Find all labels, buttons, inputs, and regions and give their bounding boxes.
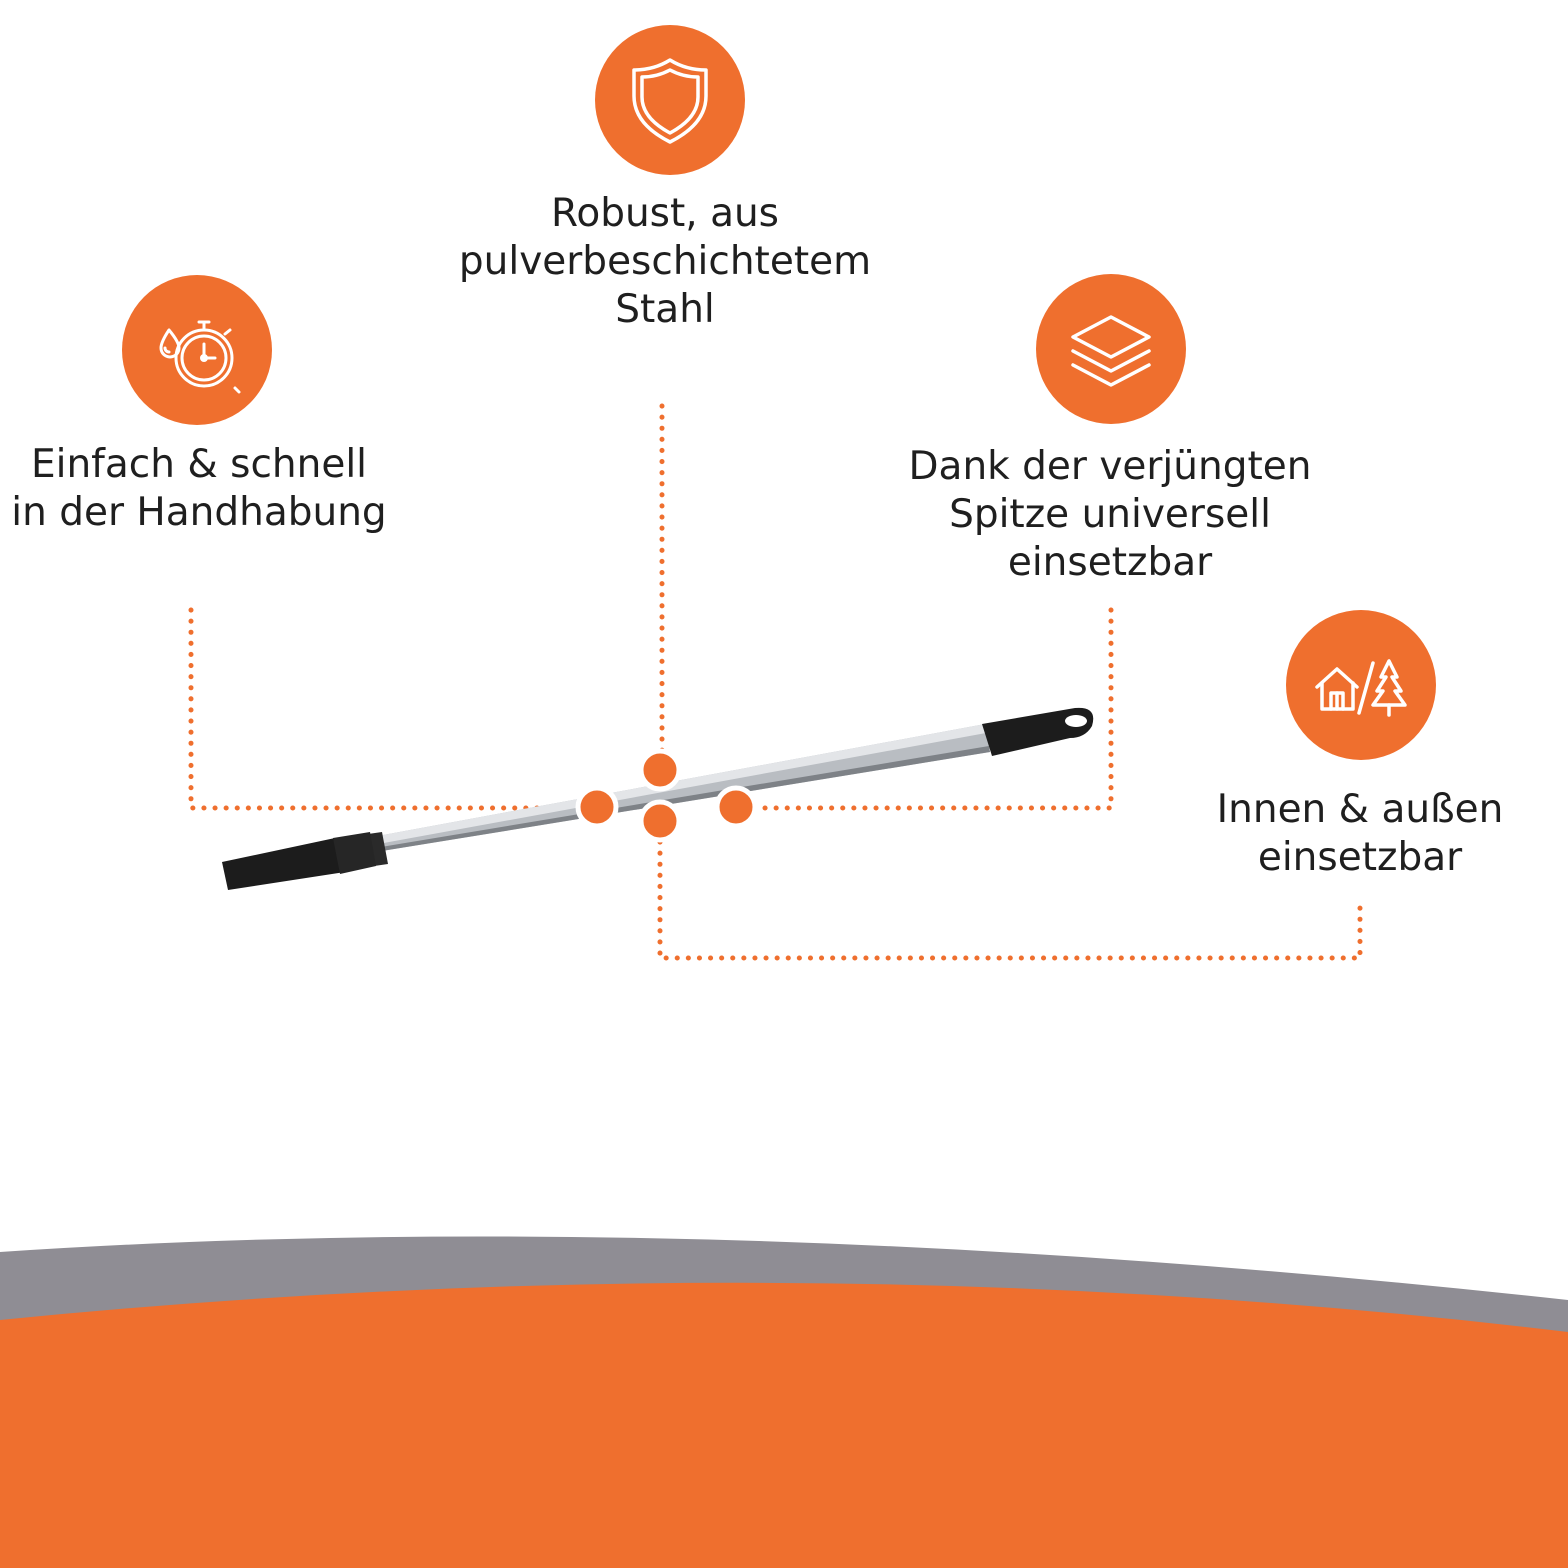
feature-icon-circle <box>1286 610 1436 760</box>
pole-tip <box>222 838 345 890</box>
feature-icon-circle <box>595 25 745 175</box>
connector-right <box>752 607 1114 811</box>
feature-line: Spitze universell <box>949 492 1271 537</box>
feature-line: Stahl <box>615 287 715 332</box>
feature-line: einsetzbar <box>1257 835 1463 880</box>
pole-grip-hole <box>1065 715 1087 727</box>
feature-text-indoor-outdoor: Innen & außen einsetzbar <box>1190 786 1530 882</box>
feature-line: Innen & außen <box>1216 787 1504 832</box>
pole-shaft-highlight <box>372 724 986 845</box>
feature-line: pulverbeschichtetem <box>458 239 872 284</box>
feature-text-handling: Einfach & schnell in der Handhabung <box>0 441 398 537</box>
shield-icon <box>632 58 708 144</box>
connector-lines <box>188 403 1363 961</box>
dot-bottom <box>638 799 682 843</box>
feature-text-material: Robust, aus pulverbeschichtetem Stahl <box>440 190 890 334</box>
feature-icon-circle <box>1036 274 1186 424</box>
feature-icon-circle <box>122 275 272 425</box>
feature-line: Dank der verjüngten <box>908 444 1312 489</box>
layers-icon <box>1071 315 1151 387</box>
house-tree-icon <box>1315 659 1407 717</box>
dot-top <box>638 748 682 792</box>
feature-line: in der Handhabung <box>11 490 387 535</box>
orange-band <box>0 1282 1568 1568</box>
connector-dots <box>575 748 758 843</box>
connector-bottom <box>657 839 1363 961</box>
feature-line: Einfach & schnell <box>30 442 368 487</box>
telescopic-pole <box>222 707 1094 890</box>
dot-left <box>575 785 619 829</box>
pole-shaft-shadow <box>375 746 990 852</box>
dot-right <box>714 785 758 829</box>
feature-line: Robust, aus <box>550 191 780 236</box>
stopwatch-drop-icon <box>159 320 241 394</box>
pole-tip-collar <box>333 832 376 874</box>
connector-left <box>188 607 583 811</box>
feature-line: einsetzbar <box>1007 540 1213 585</box>
feature-text-tip: Dank der verjüngten Spitze universell ei… <box>890 443 1330 587</box>
